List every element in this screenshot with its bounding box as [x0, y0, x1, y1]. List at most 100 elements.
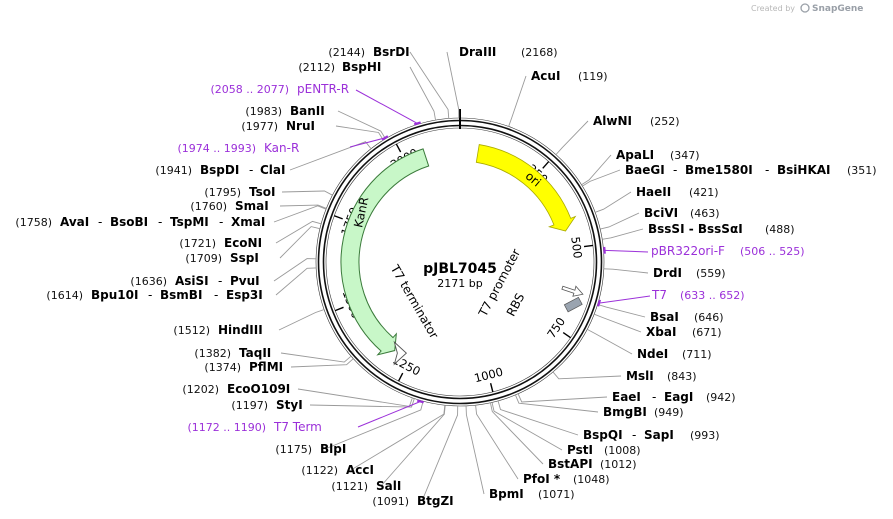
site-bsssi-group[interactable]: BssSI - BssSαI (488) — [648, 222, 795, 236]
site-msli[interactable]: MslI (843) — [626, 369, 697, 383]
site-enzyme: SspI — [230, 251, 259, 265]
site-position: (1721) — [179, 237, 216, 250]
primer-kan-r[interactable]: (1974 .. 1993) Kan-R — [177, 141, 299, 155]
plasmid-size: 2171 bp — [437, 277, 482, 290]
site-leader-line — [279, 226, 321, 259]
site-position: (1202) — [182, 383, 219, 396]
primer-position: (2058 .. 2077) — [210, 83, 289, 96]
primer-name: pBR322ori-F — [651, 244, 725, 258]
site-enzyme: HaeII — [636, 185, 671, 199]
site-bsphi[interactable]: (2112) BspHI — [298, 60, 381, 74]
site-enzyme: AcuI — [531, 69, 560, 83]
site-enzyme: BspHI — [342, 60, 381, 74]
site-acui[interactable]: AcuI (119) — [531, 69, 608, 83]
site-baegi-group[interactable]: BaeGI - Bme1580I - BsiHKAI (351) — [625, 163, 877, 177]
site-enzyme: ApaLI — [616, 148, 654, 162]
feature-t7-terminator[interactable] — [393, 340, 408, 366]
primer-pbr322ori-f[interactable]: pBR322ori-F (506 .. 525) — [651, 244, 805, 258]
site-psti[interactable]: PstI (1008) — [567, 443, 641, 457]
site-enzyme: AlwNI — [593, 114, 632, 128]
site-btgzi[interactable]: (1091) BtgZI — [372, 494, 453, 508]
site-alwni[interactable]: AlwNI (252) — [593, 114, 680, 128]
site-leader-line — [508, 75, 527, 127]
site-acci[interactable]: (1122) AccI — [301, 463, 374, 477]
site-separator: - — [632, 428, 636, 442]
site-position: (1122) — [301, 464, 338, 477]
site-bstapi[interactable]: BstAPI (1012) — [548, 457, 637, 471]
site-pflmi[interactable]: (1374) PflMI — [204, 360, 283, 374]
site-leader-line — [409, 51, 450, 119]
snapgene-logo-icon — [800, 3, 810, 13]
site-bmgbi[interactable]: BmgBI (949) — [603, 405, 684, 419]
site-enzyme: DraIII — [459, 45, 496, 59]
site-bspqi-group[interactable]: BspQI - SapI (993) — [583, 428, 720, 442]
primer-t7[interactable]: T7 (633 .. 652) — [651, 288, 745, 302]
site-leader-line — [279, 204, 327, 209]
site-avai-group[interactable]: (1758) AvaI - BsoBI - TspMI - XmaI — [15, 215, 265, 229]
site-pfoi[interactable]: PfoI * (1048) — [523, 472, 610, 486]
site-drdi[interactable]: DrdI (559) — [653, 266, 726, 280]
site-styi[interactable]: (1197) StyI — [231, 398, 302, 412]
site-leader-line — [517, 393, 608, 403]
site-position: (1760) — [190, 200, 227, 213]
site-tsoi[interactable]: (1795) TsoI — [204, 185, 275, 199]
site-enzyme: EagI — [664, 390, 693, 404]
site-enzyme: PflMI — [249, 360, 283, 374]
site-enzyme: XmaI — [231, 215, 265, 229]
tick-mark — [583, 244, 594, 248]
site-position: (1795) — [204, 186, 241, 199]
site-position: (119) — [578, 70, 608, 83]
site-position: (1048) — [573, 473, 610, 486]
site-separator: - — [673, 163, 677, 177]
site-enzyme: BsaI — [650, 310, 679, 324]
site-bspdi-group[interactable]: (1941) BspDI - ClaI — [155, 163, 285, 177]
site-banii[interactable]: (1983) BanII — [245, 104, 324, 118]
feature-label-rbs: RBS — [504, 291, 528, 319]
site-position: (671) — [692, 326, 722, 339]
site-position: (1091) — [372, 495, 409, 508]
site-enzyme: TspMI — [170, 215, 209, 229]
site-sspi[interactable]: (1709) SspI — [185, 251, 258, 265]
site-leader-line — [597, 303, 646, 318]
site-sali[interactable]: (1121) SalI — [331, 479, 401, 493]
primer-position: (1974 .. 1993) — [177, 142, 256, 155]
feature-rbs[interactable] — [563, 296, 583, 313]
site-leader-line — [281, 190, 333, 196]
site-eaei-group[interactable]: EaeI - EagI (942) — [612, 390, 736, 404]
site-bcivi[interactable]: BciVI (463) — [644, 206, 720, 220]
site-ecoo109i[interactable]: (1202) EcoO109I — [182, 382, 290, 396]
site-apali[interactable]: ApaLI (347) — [616, 148, 700, 162]
site-bsai[interactable]: BsaI (646) — [650, 310, 724, 324]
site-position: (1012) — [600, 458, 637, 471]
site-blpi[interactable]: (1175) BlpI — [275, 442, 346, 456]
site-hindiii[interactable]: (1512) HindIII — [173, 323, 262, 337]
site-bpu10i-group[interactable]: (1614) Bpu10I - BsmBI - Esp3I — [46, 288, 262, 302]
primer-t7-term[interactable]: (1172 .. 1190) T7 Term — [187, 420, 321, 434]
tick-label: 750 — [544, 315, 568, 341]
site-nrui[interactable]: (1977) NruI — [241, 119, 315, 133]
feature-kanr[interactable] — [340, 148, 430, 356]
primer-pentr-r[interactable]: (2058 .. 2077) pENTR-R — [210, 82, 349, 96]
site-xbai[interactable]: XbaI (671) — [646, 325, 722, 339]
site-ndei[interactable]: NdeI (711) — [637, 347, 712, 361]
site-enzyme: ClaI — [260, 163, 285, 177]
site-enzyme: BanII — [290, 104, 325, 118]
site-asisi-group[interactable]: (1636) AsiSI - PvuI — [130, 274, 259, 288]
site-bpmi[interactable]: BpmI (1071) — [489, 487, 575, 501]
feature-t7-promoter[interactable] — [561, 285, 584, 297]
site-position: (1197) — [231, 399, 268, 412]
site-draiii[interactable]: DraIII (2168) — [459, 45, 558, 59]
site-enzyme: SapI — [644, 428, 674, 442]
feature-ori[interactable] — [475, 144, 577, 232]
site-enzyme: StyI — [276, 398, 303, 412]
site-leader-line — [582, 169, 621, 187]
site-smai[interactable]: (1760) SmaI — [190, 199, 268, 213]
site-taqii[interactable]: (1382) TaqII — [194, 346, 271, 360]
site-enzyme: PstI — [567, 443, 593, 457]
site-haeii[interactable]: HaeII (421) — [636, 185, 719, 199]
site-econi[interactable]: (1721) EcoNI — [179, 236, 262, 250]
site-position: (559) — [696, 267, 726, 280]
tick-mark — [562, 331, 572, 339]
site-bsrdi[interactable]: (2144) BsrDI — [328, 45, 409, 59]
